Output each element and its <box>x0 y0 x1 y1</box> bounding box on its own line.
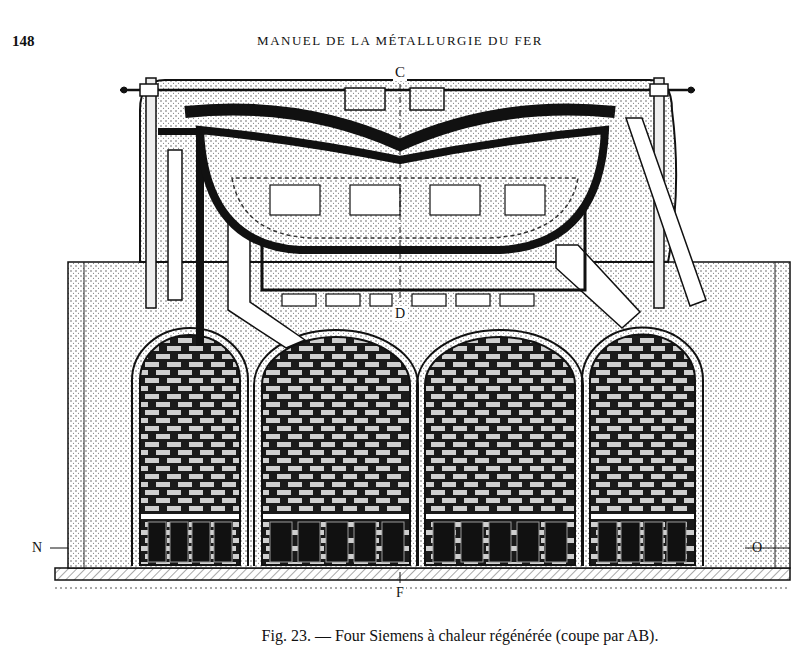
furnace-shell <box>140 80 676 262</box>
figure-caption: Fig. 23. — Four Siemens à chaleur régéné… <box>262 627 659 645</box>
page-number: 148 <box>12 33 35 50</box>
section-letter: D <box>393 306 407 321</box>
port <box>168 150 182 300</box>
axis-line <box>400 572 401 583</box>
section-letter: N <box>32 540 42 555</box>
section-letter: F <box>394 585 406 600</box>
axis-line <box>400 84 401 302</box>
tie-rod <box>120 84 695 96</box>
ground <box>55 568 790 580</box>
regenerators <box>132 328 703 566</box>
section-mark <box>50 548 68 549</box>
ground-line <box>55 588 790 589</box>
section-letter: O <box>752 540 762 555</box>
masonry <box>68 262 790 568</box>
section-letter: C <box>393 64 407 81</box>
port <box>626 118 706 306</box>
buckstay <box>146 78 156 308</box>
bath <box>232 178 578 238</box>
flues <box>141 514 694 562</box>
roof-block <box>410 88 444 110</box>
port <box>556 245 640 328</box>
roof-block <box>345 88 385 110</box>
wall-line <box>84 262 85 568</box>
wall-line <box>775 262 776 568</box>
doors <box>270 185 545 215</box>
running-head: MANUEL DE LA MÉTALLURGIE DU FER <box>257 34 543 48</box>
section-mark <box>745 548 790 549</box>
